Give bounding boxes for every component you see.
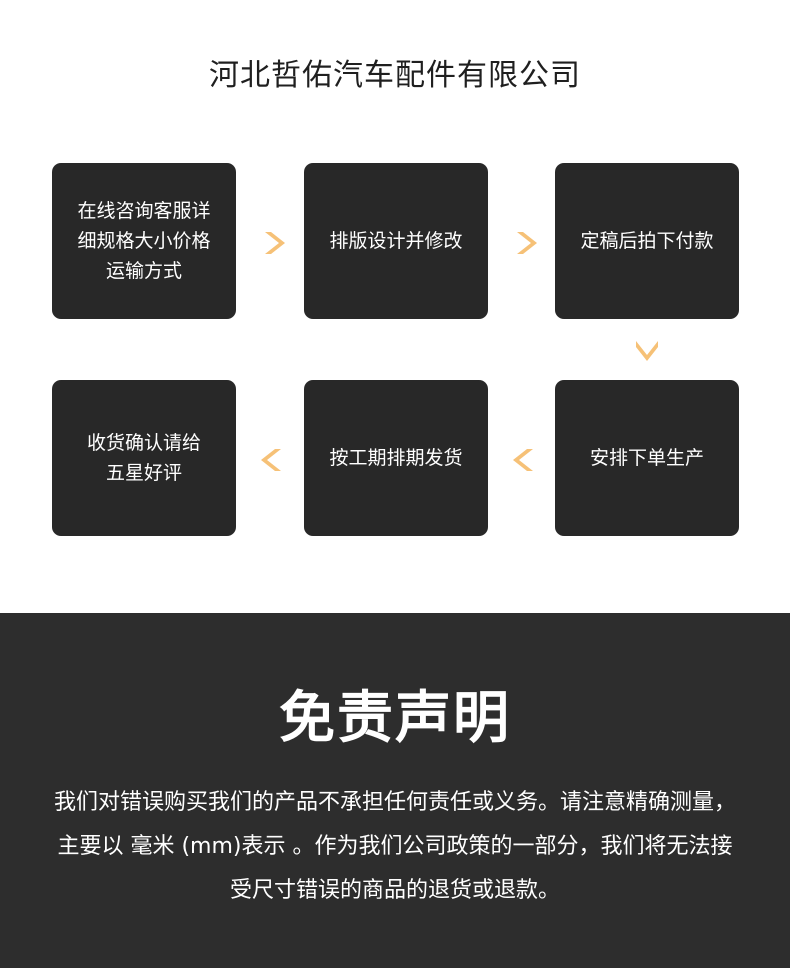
step-review-label: 收货确认请给 五星好评 (86, 432, 201, 484)
disclaimer-body: 我们对错误购买我们的产品不承担任何责任或义务。请注意精确测量，主要以 毫米 (m… (53, 790, 736, 903)
chevron-right-icon (258, 228, 288, 258)
disclaimer-section: 免责声明 我们对错误购买我们的产品不承担任何责任或义务。请注意精确测量，主要以 … (0, 613, 790, 968)
step-design: 排版设计并修改 (304, 163, 488, 319)
company-name: 河北哲佑汽车配件有限公司 (209, 58, 581, 93)
step-design-label: 排版设计并修改 (329, 230, 463, 252)
step-review: 收货确认请给 五星好评 (52, 380, 236, 536)
step-payment-label: 定稿后拍下付款 (580, 230, 714, 252)
step-shipping: 按工期排期发货 (304, 380, 488, 536)
chevron-down-icon (632, 334, 662, 364)
process-section: 河北哲佑汽车配件有限公司 在线咨询客服详 细规格大小价格 运输方式 排版设计并修… (52, 58, 739, 536)
chevron-right-icon (510, 228, 540, 258)
step-production-label: 安排下单生产 (589, 447, 704, 469)
step-consult: 在线咨询客服详 细规格大小价格 运输方式 (52, 163, 236, 319)
step-shipping-label: 按工期排期发货 (329, 447, 463, 469)
chevron-left-icon (510, 445, 540, 475)
step-payment: 定稿后拍下付款 (555, 163, 739, 319)
step-consult-label: 在线咨询客服详 细规格大小价格 运输方式 (77, 200, 211, 282)
disclaimer-title: 免责声明 (279, 686, 511, 751)
step-production: 安排下单生产 (555, 380, 739, 536)
chevron-left-icon (258, 445, 288, 475)
